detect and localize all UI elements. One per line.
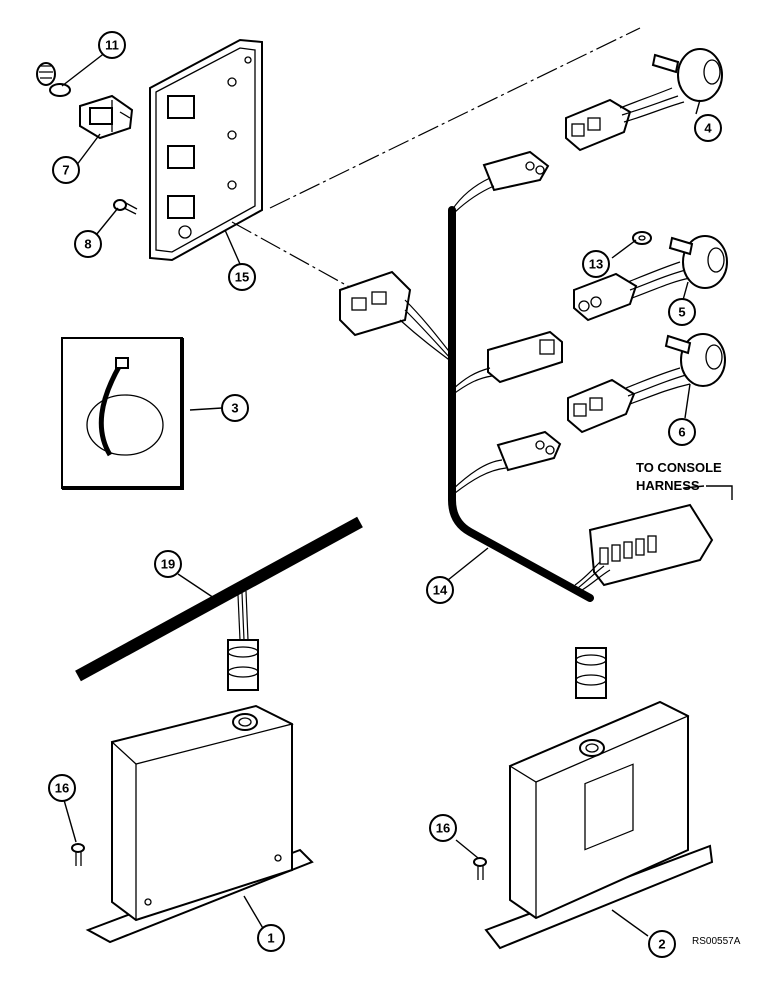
svg-text:4: 4: [704, 121, 712, 136]
callout-16-right: 16: [429, 814, 457, 842]
callout-14: 14: [426, 576, 454, 604]
svg-text:1: 1: [267, 931, 274, 946]
solenoid-5: [573, 235, 728, 322]
callout-3: 3: [221, 394, 249, 422]
svg-text:16: 16: [55, 781, 69, 796]
svg-text:8: 8: [84, 237, 91, 252]
callout-11: 11: [98, 31, 126, 59]
callout-15: 15: [228, 263, 256, 291]
solenoid-4: [565, 48, 723, 152]
svg-text:19: 19: [161, 557, 175, 572]
svg-text:5: 5: [678, 305, 685, 320]
callout-2: 2: [648, 930, 676, 958]
callout-16-left: 16: [48, 774, 76, 802]
callout-19: 19: [154, 550, 182, 578]
cable-tie-inset: [61, 337, 184, 490]
note-line-1: TO CONSOLE: [636, 460, 722, 475]
console-harness-note: TO CONSOLE HARNESS: [636, 460, 733, 500]
svg-text:7: 7: [62, 163, 69, 178]
solenoid-6: [567, 333, 726, 434]
mounting-plate: [149, 38, 263, 262]
harness-19: [75, 516, 363, 682]
svg-text:2: 2: [658, 937, 665, 952]
harness-connectors: [339, 150, 714, 591]
rocker-switch: [79, 94, 134, 140]
controller-module-1: [85, 639, 314, 944]
drawing-code: RS00557A: [692, 936, 741, 947]
svg-text:6: 6: [678, 425, 685, 440]
svg-text:16: 16: [436, 821, 450, 836]
callout-4: 4: [694, 114, 722, 142]
leader-lines: [61, 51, 701, 937]
harness-14: [231, 27, 641, 602]
callout-5: 5: [668, 298, 696, 326]
screw-8: [113, 199, 138, 215]
svg-text:15: 15: [235, 270, 249, 285]
svg-text:11: 11: [105, 38, 119, 53]
svg-text:3: 3: [231, 401, 238, 416]
controller-module-2: [484, 647, 714, 950]
note-line-2: HARNESS: [636, 478, 700, 493]
callout-1: 1: [257, 924, 285, 952]
callout-8: 8: [74, 230, 102, 258]
washer-13: [632, 231, 652, 245]
svg-text:13: 13: [589, 257, 603, 272]
svg-text:14: 14: [433, 583, 448, 598]
callout-6: 6: [668, 418, 696, 446]
screw-16-right: [473, 857, 487, 880]
callout-13: 13: [582, 250, 610, 278]
callout-7: 7: [52, 156, 80, 184]
knob: [36, 62, 71, 97]
screw-16-left: [71, 843, 85, 866]
